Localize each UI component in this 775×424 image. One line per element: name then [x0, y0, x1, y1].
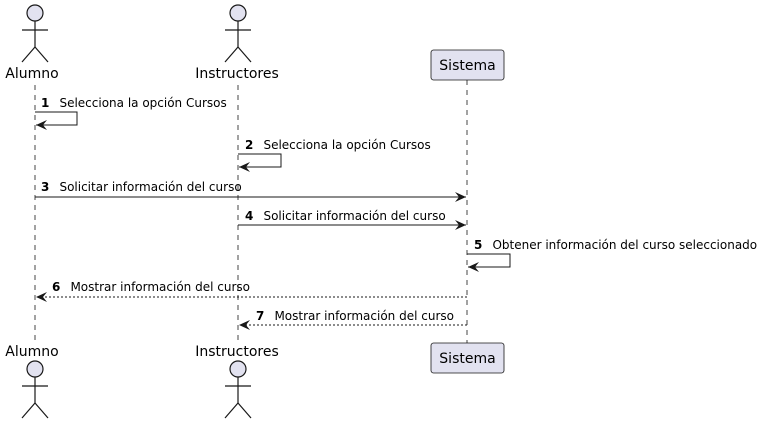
participant-label-alumno: Alumno	[5, 66, 58, 82]
message-label: Solicitar información del curso	[263, 209, 445, 223]
participant-label-instructores: Instructores	[195, 66, 279, 82]
message-number: 4	[245, 209, 253, 223]
message-2: 2 Selecciona la opción Cursos	[238, 134, 431, 172]
svg-text:1 Selecciona la opción C: 1 Selecciona la opción Cursos	[41, 92, 227, 111]
actor-alumno-bottom: Alumno	[5, 344, 59, 419]
message-number: 7	[256, 309, 264, 323]
participant-label-sistema: Sistema	[439, 351, 495, 367]
svg-text:3 Solicitar información: 3 Solicitar información del curso	[41, 176, 242, 195]
message-arrow	[467, 253, 511, 272]
message-5: 5 Obtener información del curso seleccio…	[467, 234, 757, 272]
actor-icon	[21, 360, 49, 419]
participant-label-instructores: Instructores	[195, 344, 279, 360]
actor-instructores-bottom: Instructores	[195, 344, 279, 419]
message-label: Selecciona la opción Cursos	[263, 138, 430, 152]
svg-text:4 Solicitar información: 4 Solicitar información del curso	[245, 205, 446, 224]
message-number: 1	[41, 96, 49, 110]
message-label: Mostrar información del curso	[70, 280, 250, 294]
svg-text:6 Mostrar información de: 6 Mostrar información del curso	[52, 276, 250, 295]
participant-box	[430, 49, 505, 81]
svg-text:2 Selecciona la opción C: 2 Selecciona la opción Cursos	[245, 134, 431, 153]
message-1: 1 Selecciona la opción Cursos	[35, 92, 227, 130]
message-4: 4 Solicitar información del curso	[238, 205, 466, 230]
message-label: Selecciona la opción Cursos	[59, 96, 226, 110]
message-arrow	[238, 153, 282, 172]
message-label: Mostrar información del curso	[274, 309, 454, 323]
participant-box	[430, 342, 505, 374]
message-number: 5	[474, 238, 482, 252]
message-number: 3	[41, 180, 49, 194]
message-arrow	[35, 111, 78, 130]
actor-alumno-top: Alumno	[5, 4, 59, 82]
actor-icon	[21, 4, 49, 63]
message-label: Obtener información del curso selecciona…	[492, 238, 757, 252]
actor-icon	[224, 4, 252, 63]
message-3: 3 Solicitar información del curso	[35, 176, 466, 202]
message-6: 6 Mostrar información del curso	[36, 276, 467, 302]
message-7: 7 Mostrar información del curso	[239, 305, 467, 330]
participant-sistema-top: Sistema	[430, 49, 505, 81]
actor-icon	[224, 360, 252, 419]
participant-label-sistema: Sistema	[439, 58, 495, 74]
message-number: 6	[52, 280, 60, 294]
participant-label-alumno: Alumno	[5, 344, 58, 360]
actor-instructores-top: Instructores	[195, 4, 279, 82]
svg-text:7 Mostrar información de: 7 Mostrar información del curso	[256, 305, 454, 324]
svg-text:5 Obtener información de: 5 Obtener información del curso seleccio…	[474, 234, 757, 253]
message-label: Solicitar información del curso	[59, 180, 241, 194]
message-number: 2	[245, 138, 253, 152]
participant-sistema-bottom: Sistema	[430, 342, 505, 374]
